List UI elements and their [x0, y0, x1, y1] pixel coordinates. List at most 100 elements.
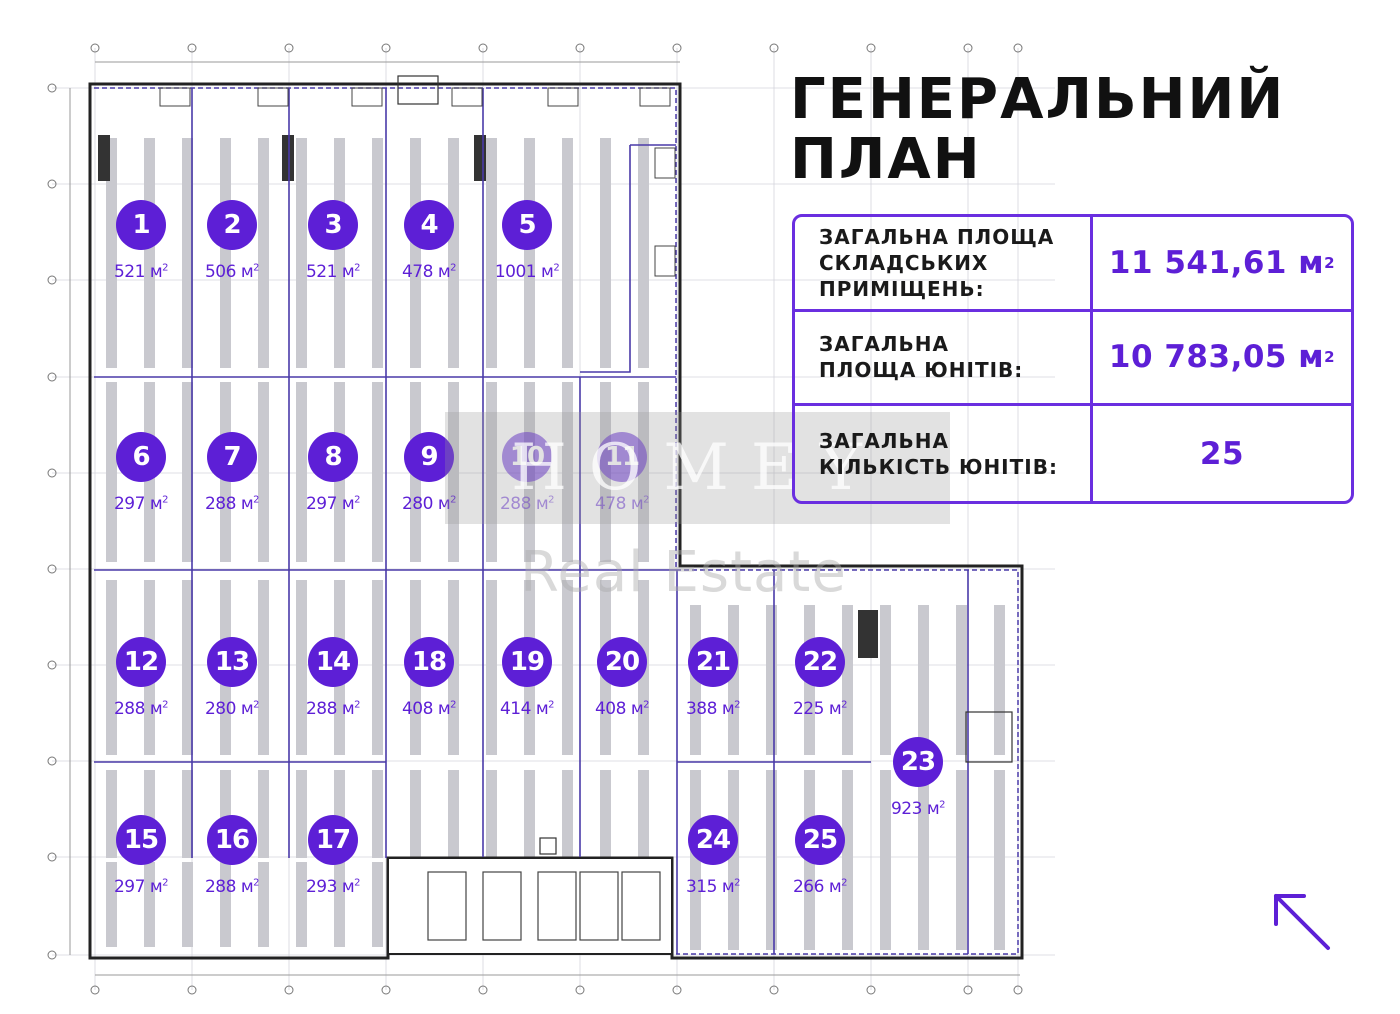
- rack: [524, 770, 535, 858]
- stair: [965, 711, 1013, 763]
- rack: [144, 138, 155, 368]
- unit-number-badge[interactable]: 17: [308, 815, 358, 865]
- door-block: [159, 87, 191, 107]
- unit-number-badge[interactable]: 1: [116, 200, 166, 250]
- unit-area-label: 521 м2: [91, 262, 191, 282]
- stats-table: ЗАГАЛЬНА ПЛОЩА СКЛАДСЬКИХ ПРИМІЩЕНЬ: 11 …: [792, 214, 1354, 504]
- rack: [220, 862, 231, 947]
- watermark-subtitle: Real Estate: [520, 540, 847, 605]
- unit-number-badge[interactable]: 18: [404, 637, 454, 687]
- unit-number-badge[interactable]: 21: [688, 637, 738, 687]
- title-line-2: ПЛАН: [790, 127, 982, 192]
- unit-14[interactable]: 14 288 м2: [283, 637, 383, 719]
- unit-number-badge[interactable]: 3: [308, 200, 358, 250]
- unit-area-label: 288 м2: [182, 877, 282, 897]
- unit-number-badge[interactable]: 5: [502, 200, 552, 250]
- unit-number-badge[interactable]: 8: [308, 432, 358, 482]
- rack: [486, 580, 497, 755]
- unit-number-badge[interactable]: 23: [893, 737, 943, 787]
- grid-marker: [672, 43, 682, 53]
- unit-number-badge[interactable]: 11: [597, 432, 647, 482]
- unit-number-badge[interactable]: 24: [688, 815, 738, 865]
- unit-number-badge[interactable]: 9: [404, 432, 454, 482]
- unit-1[interactable]: 1 521 м2: [91, 200, 191, 282]
- unit-area-label: 288 м2: [283, 699, 383, 719]
- grid-marker: [47, 372, 57, 382]
- unit-23[interactable]: 23 923 м2: [868, 737, 968, 819]
- unit-area-sup: 2: [643, 699, 650, 711]
- stat-label-line: ЗАГАЛЬНА: [819, 428, 949, 453]
- door-block: [547, 87, 579, 107]
- stat-row-units-count: ЗАГАЛЬНА КІЛЬКІСТЬ ЮНІТІВ: 25: [795, 406, 1351, 501]
- rack: [296, 862, 307, 947]
- grid-marker: [478, 43, 488, 53]
- unit-number-badge[interactable]: 15: [116, 815, 166, 865]
- door-block: [654, 245, 676, 277]
- unit-17[interactable]: 17 293 м2: [283, 815, 383, 897]
- rack: [144, 770, 155, 858]
- unit-number-badge[interactable]: 20: [597, 637, 647, 687]
- grid-marker: [47, 564, 57, 574]
- unit-number-badge[interactable]: 4: [404, 200, 454, 250]
- rack: [600, 138, 611, 368]
- unit-area-value: 521 м: [305, 262, 355, 282]
- unit-15[interactable]: 15 297 м2: [91, 815, 191, 897]
- door-block: [654, 147, 676, 179]
- unit-area-value: 923 м: [890, 799, 940, 819]
- unit-number-badge[interactable]: 2: [207, 200, 257, 250]
- unit-area-sup: 2: [734, 699, 741, 711]
- unit-number-badge[interactable]: 12: [116, 637, 166, 687]
- unit-16[interactable]: 16 288 м2: [182, 815, 282, 897]
- unit-number-badge[interactable]: 13: [207, 637, 257, 687]
- stat-value-text: 25: [1199, 435, 1245, 472]
- unit-area-sup: 2: [939, 799, 946, 811]
- unit-number-badge[interactable]: 25: [795, 815, 845, 865]
- unit-number-badge[interactable]: 14: [308, 637, 358, 687]
- grid-marker: [47, 179, 57, 189]
- unit-number-badge[interactable]: 6: [116, 432, 166, 482]
- unit-number-badge[interactable]: 22: [795, 637, 845, 687]
- unit-7[interactable]: 7 288 м2: [182, 432, 282, 514]
- stat-label-line: СКЛАДСЬКИХ: [819, 250, 989, 275]
- rack: [296, 382, 307, 562]
- unit-area-sup: 2: [450, 262, 457, 274]
- unit-number-badge[interactable]: 16: [207, 815, 257, 865]
- unit-area-sup: 2: [253, 877, 260, 889]
- rack: [600, 770, 611, 858]
- office-room: [482, 871, 522, 941]
- rack: [994, 770, 1005, 950]
- unit-area-label: 288 м2: [182, 494, 282, 514]
- unit-area-sup: 2: [841, 699, 848, 711]
- unit-number-badge[interactable]: 19: [502, 637, 552, 687]
- rack: [956, 605, 967, 755]
- rack: [372, 138, 383, 368]
- rack: [144, 862, 155, 947]
- unit-area-label: 297 м2: [91, 877, 191, 897]
- unit-area-label: 293 м2: [283, 877, 383, 897]
- unit-number-badge[interactable]: 10: [502, 432, 552, 482]
- stair: [539, 837, 557, 855]
- rack: [334, 862, 345, 947]
- outer-wall: [88, 82, 1024, 960]
- unit-number-badge[interactable]: 7: [207, 432, 257, 482]
